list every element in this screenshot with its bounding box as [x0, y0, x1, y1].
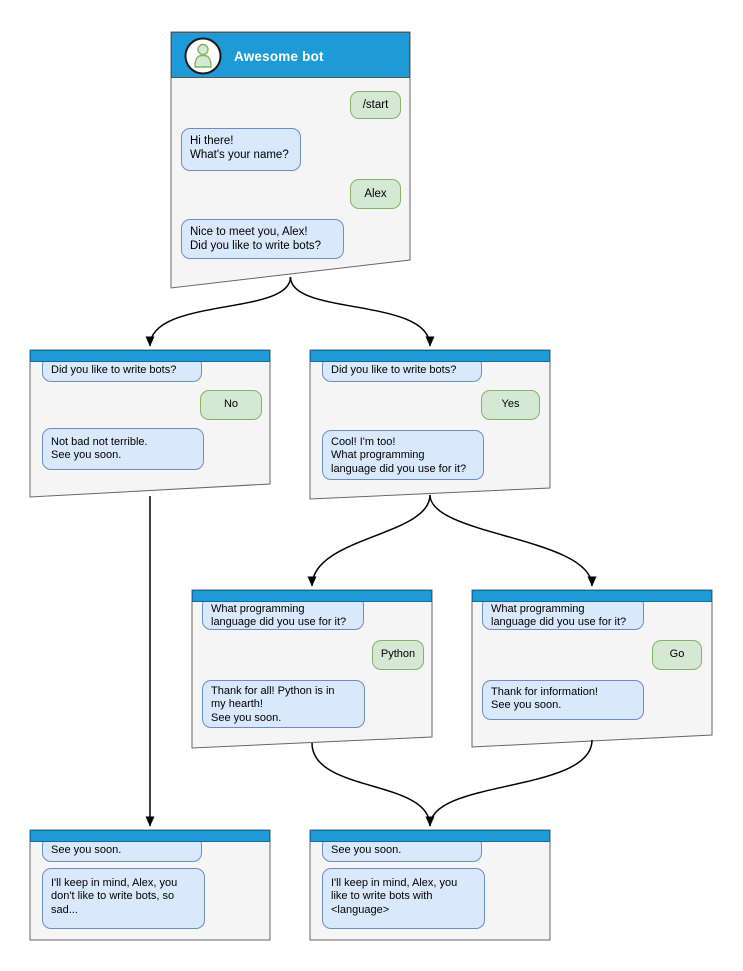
user-message-bubble: /start [350, 91, 401, 119]
chat-window-header [310, 830, 550, 842]
user-message-bubble: No [200, 390, 262, 420]
user-message-bubble: Python [372, 640, 424, 670]
arrow-main-to-yes [289, 276, 435, 347]
bot-message-bubble: Hi there! What's your name? [181, 128, 301, 171]
arrow-yes-to-python [307, 494, 431, 587]
chat-window-end-language: See you soon. I'll keep in mind, Alex, y… [310, 830, 550, 940]
chat-window-header [30, 350, 270, 362]
chat-window-branch-no: Did you like to write bots? No Not bad n… [30, 350, 270, 497]
arrow-main-to-no [145, 276, 292, 347]
arrow-python-to-end [311, 742, 435, 827]
user-message-bubble: Go [652, 640, 702, 670]
bot-message-bubble: Nice to meet you, Alex! Did you like to … [181, 219, 344, 259]
bot-avatar-icon [184, 37, 222, 75]
chat-window-main: Awesome bot /start Hi there! What's your… [171, 32, 410, 288]
chat-window-branch-go: What programming language did you use fo… [472, 590, 712, 747]
arrow-yes-to-go [429, 494, 597, 587]
user-message-bubble: Alex [350, 179, 401, 209]
chat-window-header: Awesome bot [171, 32, 410, 78]
chat-window-end-no: See you soon. I'll keep in mind, Alex, y… [30, 830, 270, 940]
chat-window-branch-yes: Did you like to write bots? Yes Cool! I'… [310, 350, 550, 499]
chat-window-header [472, 590, 712, 602]
bot-title: Awesome bot [234, 48, 324, 64]
chat-window-branch-python: What programming language did you use fo… [192, 590, 432, 748]
chat-window-header [30, 830, 270, 842]
arrow-go-to-end [429, 739, 593, 827]
chat-window-header [310, 350, 550, 362]
chat-window-header [192, 590, 432, 602]
bot-message-bubble: Cool! I'm too! What programming language… [322, 430, 484, 480]
bot-message-bubble: Not bad not terrible. See you soon. [42, 428, 204, 470]
bot-message-bubble: I'll keep in mind, Alex, you like to wri… [322, 868, 485, 929]
bot-message-bubble: Thank for all! Python is in my hearth! S… [202, 680, 365, 728]
bot-message-bubble: Thank for information! See you soon. [482, 680, 644, 720]
bot-message-bubble: I'll keep in mind, Alex, you don't like … [42, 868, 205, 929]
user-message-bubble: Yes [481, 390, 540, 420]
